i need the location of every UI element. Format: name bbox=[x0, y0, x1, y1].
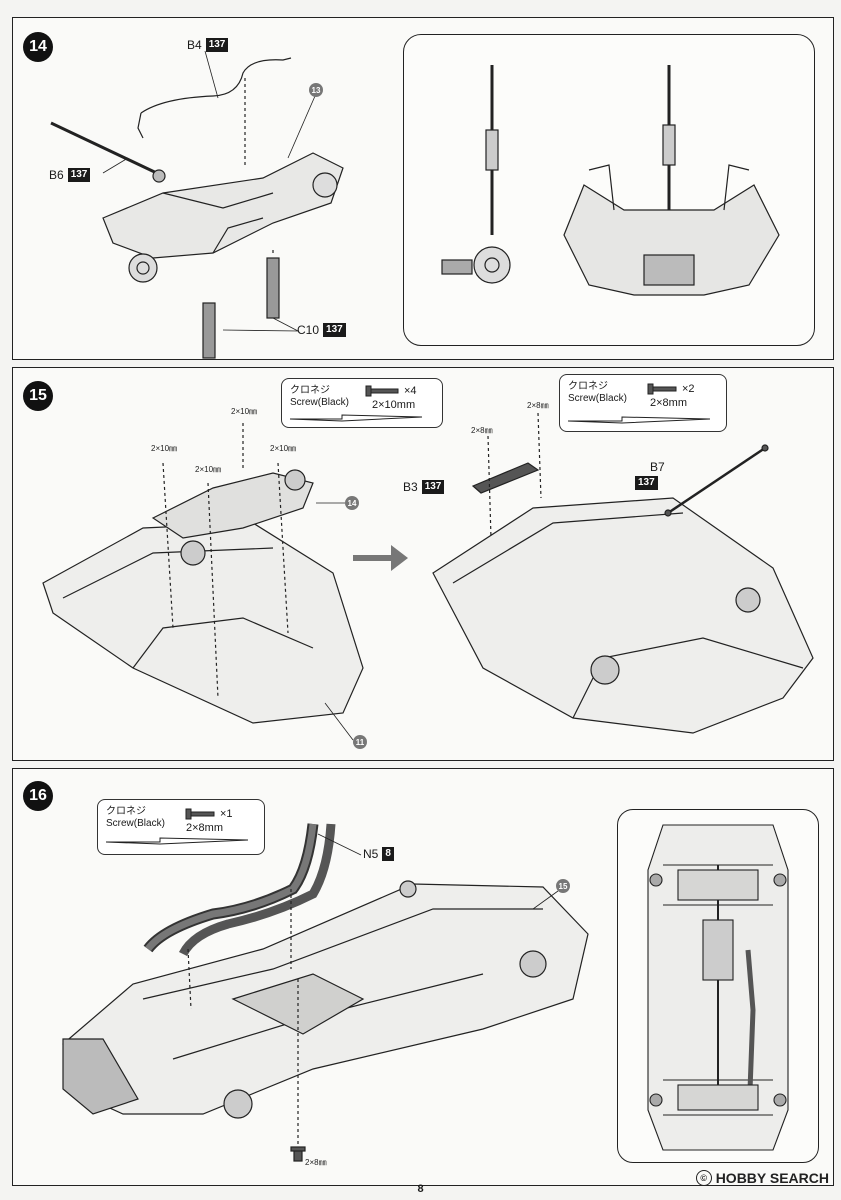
ref-step-11: 11 bbox=[353, 735, 367, 749]
screw-box-step-15-left: クロネジ Screw(Black) ×4 2×10mm bbox=[281, 378, 443, 428]
ref-step-14: 14 bbox=[345, 496, 359, 510]
screw-icon bbox=[289, 385, 423, 422]
callout-b6: B6 137 bbox=[49, 168, 91, 182]
screw-box-step-16: クロネジ Screw(Black) ×1 2×8mm bbox=[97, 799, 265, 855]
screw-label-ja-3: クロネジ bbox=[106, 806, 146, 817]
screw-label-ja-2: クロネジ bbox=[568, 381, 608, 392]
watermark-symbol: © bbox=[695, 1170, 712, 1186]
callout-b3-tag: 137 bbox=[421, 480, 445, 494]
callout-b7-part: B7 bbox=[650, 460, 665, 474]
screw-label-ja: クロネジ bbox=[290, 385, 330, 396]
callout-b6-part: B6 bbox=[49, 168, 64, 182]
screw-label-en: Screw(Black) bbox=[290, 397, 349, 408]
callout-c10: C10 137 bbox=[297, 323, 346, 337]
step-16-panel: 16 クロネジ Screw(Black) ×1 2×8mm N5 8 15 2×… bbox=[12, 768, 834, 1186]
callout-b3: B3 137 bbox=[403, 480, 445, 494]
screw-count-2: ×2 bbox=[682, 383, 695, 395]
callout-b6-tag: 137 bbox=[67, 168, 91, 182]
inset-assembly-drawing bbox=[441, 65, 780, 296]
callout-b3-part: B3 bbox=[403, 480, 418, 494]
callout-b4: B4 137 bbox=[187, 38, 229, 52]
step-14-inset-view bbox=[403, 34, 815, 346]
callout-c10-tag: 137 bbox=[323, 323, 346, 337]
ref-step-13: 13 bbox=[309, 83, 323, 97]
callout-b4-tag: 137 bbox=[205, 38, 229, 52]
callout-b4-part: B4 bbox=[187, 38, 202, 52]
step-14-chassis-drawing bbox=[50, 50, 344, 359]
callout-c10-part: C10 bbox=[297, 323, 320, 337]
dim-label-1: 2×10㎜ bbox=[231, 407, 258, 416]
callout-n5-part: N5 bbox=[363, 847, 379, 861]
step-16-number: 16 bbox=[23, 781, 53, 811]
screw-box-step-15-right: クロネジ Screw(Black) ×2 2×8mm bbox=[559, 374, 727, 432]
step-14-panel: 14 bbox=[12, 17, 834, 360]
screw-size-2: 2×8mm bbox=[650, 397, 687, 409]
dim-label-4: 2×10㎜ bbox=[195, 465, 222, 474]
screw-label-en-3: Screw(Black) bbox=[106, 818, 165, 829]
screw-count-3: ×1 bbox=[220, 808, 233, 820]
inset-underside-drawing bbox=[647, 824, 789, 1151]
screw-size: 2×10mm bbox=[372, 399, 416, 411]
dim-label-3: 2×10㎜ bbox=[270, 444, 297, 453]
step-15-panel: 15 クロネジ Screw(Black) ×4 2×10mm クロネジ Scre… bbox=[12, 367, 834, 761]
callout-b7-tag: 137 bbox=[635, 476, 658, 490]
dim-label-step-16: 2×8㎜ bbox=[305, 1158, 327, 1167]
screw-size-3: 2×8mm bbox=[186, 822, 223, 834]
screw-icon-2 bbox=[567, 383, 711, 424]
step-16-inset-view bbox=[617, 809, 819, 1163]
screw-count: ×4 bbox=[404, 385, 417, 397]
dim-label-right-1: 2×8㎜ bbox=[527, 401, 549, 410]
ref-step-15: 15 bbox=[556, 879, 570, 893]
step-14-number: 14 bbox=[23, 32, 53, 62]
step-15-chassis-drawing bbox=[42, 412, 814, 741]
step-16-chassis-drawing bbox=[62, 823, 589, 1162]
watermark: © HOBBY SEARCH bbox=[695, 1170, 829, 1186]
callout-n5-tag: 8 bbox=[382, 847, 394, 861]
step-15-number: 15 bbox=[23, 381, 53, 411]
page-number: 8 bbox=[417, 1183, 424, 1195]
dim-label-right-2: 2×8㎜ bbox=[471, 426, 493, 435]
callout-b7: B7 137 bbox=[635, 460, 665, 490]
watermark-text: HOBBY SEARCH bbox=[715, 1170, 829, 1186]
screw-label-en-2: Screw(Black) bbox=[568, 393, 627, 404]
callout-n5: N5 8 bbox=[363, 847, 394, 861]
dim-label-2: 2×10㎜ bbox=[151, 444, 178, 453]
screw-icon-3 bbox=[105, 808, 249, 845]
